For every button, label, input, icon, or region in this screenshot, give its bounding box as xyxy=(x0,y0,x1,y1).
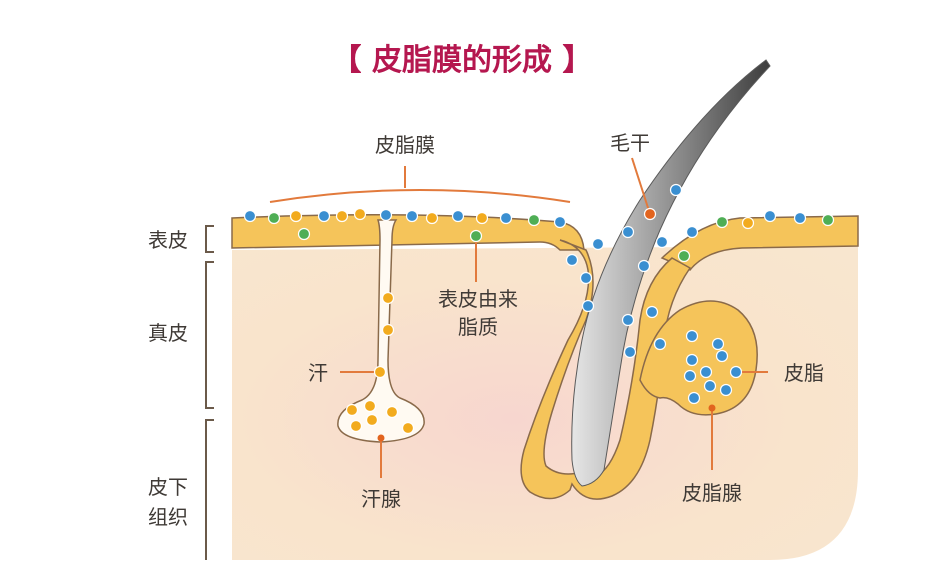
lipid-particle xyxy=(669,183,683,197)
hair-shaft xyxy=(571,59,771,487)
lipid-particle xyxy=(405,209,419,223)
lipid-particle xyxy=(401,421,415,435)
lipid-particle xyxy=(373,365,387,379)
membrane-bracket xyxy=(269,189,571,203)
epidermis-layer-right xyxy=(660,215,859,271)
lipid-particle xyxy=(381,291,395,305)
lipid-particle xyxy=(677,249,691,263)
lipid-particle xyxy=(703,379,717,393)
label-dermis: 真皮 xyxy=(148,321,188,345)
label-epidermis: 表皮 xyxy=(148,228,188,252)
label-hair-shaft: 毛干 xyxy=(610,131,650,155)
lipid-particle xyxy=(623,345,637,359)
leader-sweat-gland-dot xyxy=(377,434,385,442)
lipid-particle xyxy=(349,419,363,433)
label-sweat-gland: 汗腺 xyxy=(361,487,401,511)
lipid-particle xyxy=(379,208,393,222)
lipid-particle xyxy=(715,349,729,363)
bracket-dermis xyxy=(205,261,214,409)
lipid-particle xyxy=(719,383,733,397)
lipid-particle xyxy=(729,365,743,379)
label-subcutis-2: 组织 xyxy=(148,505,188,529)
lipid-particle xyxy=(335,209,349,223)
label-sebaceous-gland: 皮脂腺 xyxy=(682,481,742,505)
lipid-particle xyxy=(353,207,367,221)
lipid-particle xyxy=(267,211,281,225)
lipid-particle xyxy=(699,365,713,379)
diagram-title: 【 皮脂膜的形成 】 xyxy=(332,43,593,78)
label-epidermal-lipid-1: 表皮由来 xyxy=(438,287,518,311)
lipid-particle xyxy=(687,391,701,405)
label-sebum-membrane: 皮脂膜 xyxy=(375,133,435,157)
lipid-particle xyxy=(243,209,257,223)
lipid-particle xyxy=(591,237,605,251)
lipid-particle xyxy=(821,213,835,227)
lipid-particle xyxy=(793,211,807,225)
lipid-particle xyxy=(317,209,331,223)
lipid-particle xyxy=(637,259,651,273)
lipid-particle xyxy=(469,229,483,243)
lipid-particle xyxy=(683,369,697,383)
lipid-particle xyxy=(643,207,657,221)
lipid-particle xyxy=(741,216,755,230)
lipid-particle xyxy=(475,211,489,225)
label-epidermal-lipid-2: 脂质 xyxy=(458,315,498,339)
bracket-subcutis xyxy=(205,419,214,560)
lipid-particle xyxy=(385,405,399,419)
lipid-particle xyxy=(715,215,729,229)
lipid-particle xyxy=(685,329,699,343)
lipid-particles xyxy=(243,183,835,435)
lipid-particle xyxy=(653,337,667,351)
lipid-particle xyxy=(645,305,659,319)
lipid-particle xyxy=(621,313,635,327)
leader-sebaceous-gland-dot xyxy=(708,404,716,412)
label-sweat: 汗 xyxy=(308,361,328,385)
label-sebum: 皮脂 xyxy=(784,361,824,385)
lipid-particle xyxy=(711,337,725,351)
lipid-particle xyxy=(685,353,699,367)
lipid-particle xyxy=(565,253,579,267)
lipid-particle xyxy=(289,209,303,223)
bracket-epidermis xyxy=(205,225,214,253)
lipid-particle xyxy=(363,399,377,413)
lipid-particle xyxy=(527,213,541,227)
lipid-particle xyxy=(297,227,311,241)
lipid-particle xyxy=(451,209,465,223)
lipid-particle xyxy=(499,211,513,225)
label-subcutis-1: 皮下 xyxy=(148,475,188,499)
lipid-particle xyxy=(655,235,669,249)
lipid-particle xyxy=(763,209,777,223)
lipid-particle xyxy=(685,225,699,239)
lipid-particle xyxy=(425,211,439,225)
lipid-particle xyxy=(365,413,379,427)
lipid-particle xyxy=(581,299,595,313)
leader-hair-shaft xyxy=(631,157,651,215)
lipid-particle xyxy=(381,323,395,337)
lipid-particle xyxy=(553,215,567,229)
lipid-particle xyxy=(621,225,635,239)
lipid-particle xyxy=(579,271,593,285)
lipid-particle xyxy=(345,403,359,417)
